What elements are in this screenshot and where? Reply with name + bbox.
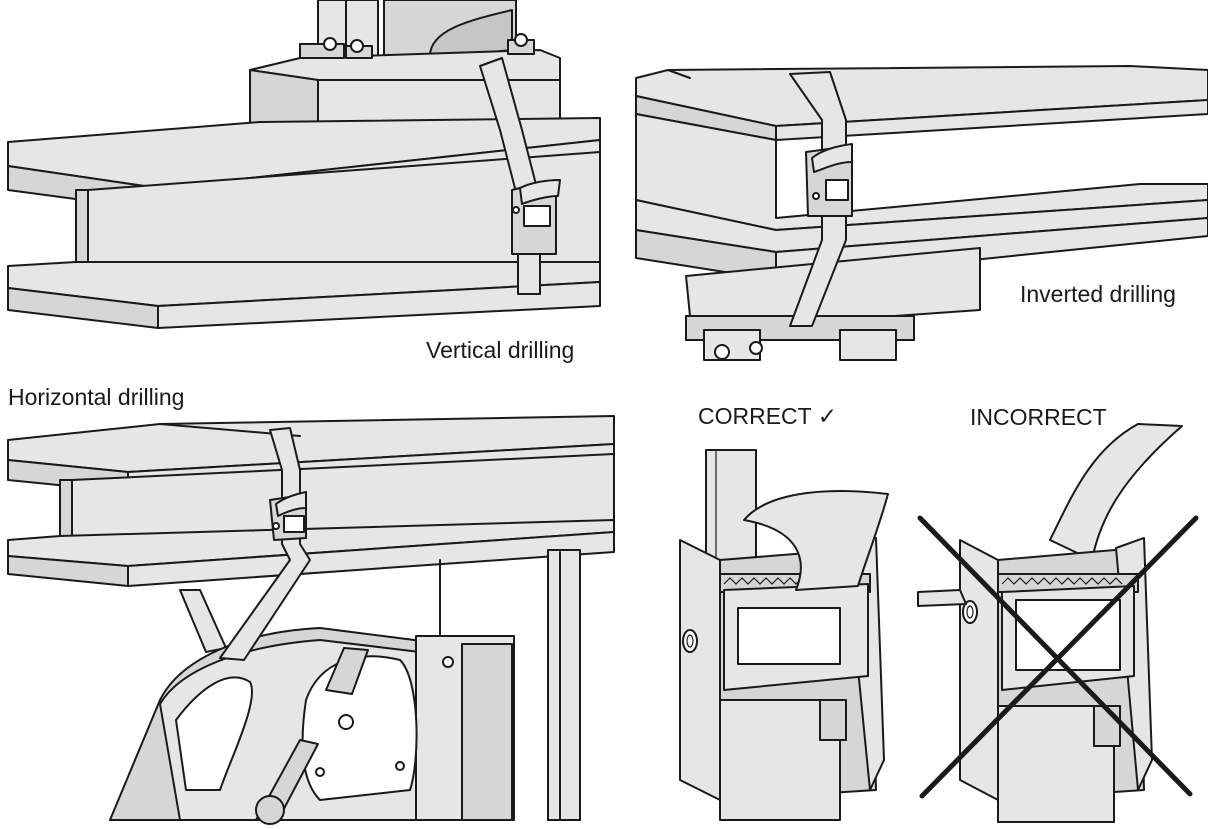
i-beam <box>635 65 1208 281</box>
ratchet-strap <box>219 427 311 661</box>
drill-stand <box>179 549 581 821</box>
incorrect-label: INCORRECT <box>970 404 1107 430</box>
drill-body-horizontal <box>109 627 515 825</box>
correct-buckle-detail <box>679 449 889 821</box>
horizontal-drilling-label: Horizontal drilling <box>8 384 185 410</box>
strap-top <box>705 449 757 561</box>
i-beam <box>7 415 615 587</box>
buckle-lever-up <box>743 490 889 591</box>
incorrect-buckle-detail <box>917 423 1199 823</box>
ratchet-strap <box>789 71 853 327</box>
vertical-drilling-panel <box>7 0 601 329</box>
strap-bottom <box>997 705 1121 823</box>
correct-label: CORRECT ✓ <box>698 403 837 429</box>
strap-bottom <box>719 699 847 821</box>
vertical-drilling-label: Vertical drilling <box>426 337 575 363</box>
inverted-drilling-panel <box>635 65 1208 361</box>
inverted-drilling-label: Inverted drilling <box>1020 281 1176 307</box>
strap-top-diagonal <box>1049 423 1183 561</box>
buckle-lever-flat <box>917 589 967 607</box>
i-beam <box>7 117 601 329</box>
incorrect-cross-mark <box>917 515 1199 799</box>
ratchet-strap <box>479 57 561 295</box>
horizontal-drilling-panel <box>7 415 615 825</box>
buckle-frame <box>679 537 885 801</box>
